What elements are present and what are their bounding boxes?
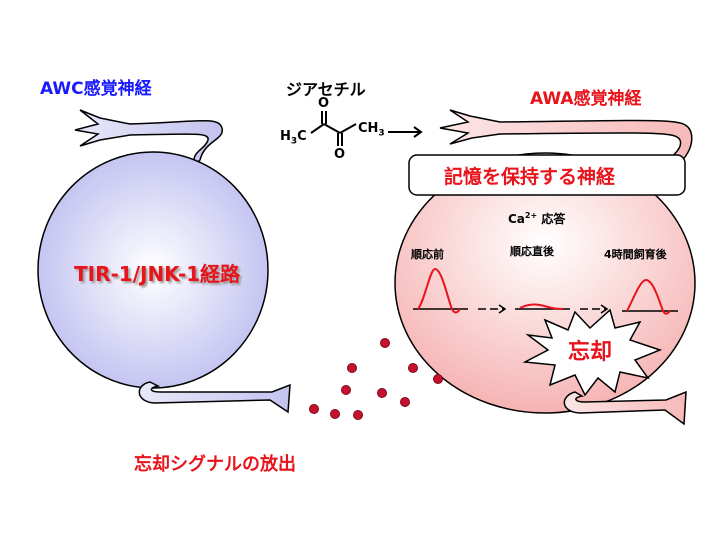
pathway-label: TIR-1/JNK-1経路 — [74, 262, 241, 286]
signal-release-label: 忘却シグナルの放出 — [134, 454, 296, 475]
awa-dendrite — [439, 109, 693, 173]
methyl-right: CH3 — [358, 121, 385, 139]
memory-box-frame — [408, 154, 686, 196]
awa-label: AWA感覚神経 — [530, 89, 642, 109]
oxygen-top: O — [318, 96, 330, 111]
diacetyl-structure — [310, 111, 423, 146]
ca-traces — [413, 267, 678, 315]
forgetting-starburst — [522, 308, 663, 397]
methyl-left: H3C — [280, 129, 307, 147]
stage-before-adaptation: 順応前 — [411, 248, 444, 261]
awc-label: AWC感覚神経 — [40, 79, 152, 99]
awc-neuron — [37, 109, 291, 414]
ca-response-suffix: 応答 — [541, 212, 566, 226]
forgetting-signal-dots — [309, 338, 443, 420]
stage-after-adaptation: 順応直後 — [510, 245, 554, 258]
awa-axon — [563, 390, 687, 426]
stage-after-4h: 4時間飼育後 — [604, 248, 667, 261]
odorant-name: ジアセチル — [286, 80, 366, 99]
memory-box-label: 記憶を保持する神経 — [444, 166, 616, 188]
ca-response-title: Ca2+ 応答 — [508, 210, 565, 227]
ca-text: Ca — [508, 212, 525, 226]
oxygen-bottom: O — [334, 147, 346, 162]
ca-superscript: 2+ — [524, 211, 538, 220]
awc-axon — [138, 381, 291, 414]
awc-dendrite — [74, 109, 223, 167]
forgetting-label: 忘却 — [568, 340, 613, 365]
